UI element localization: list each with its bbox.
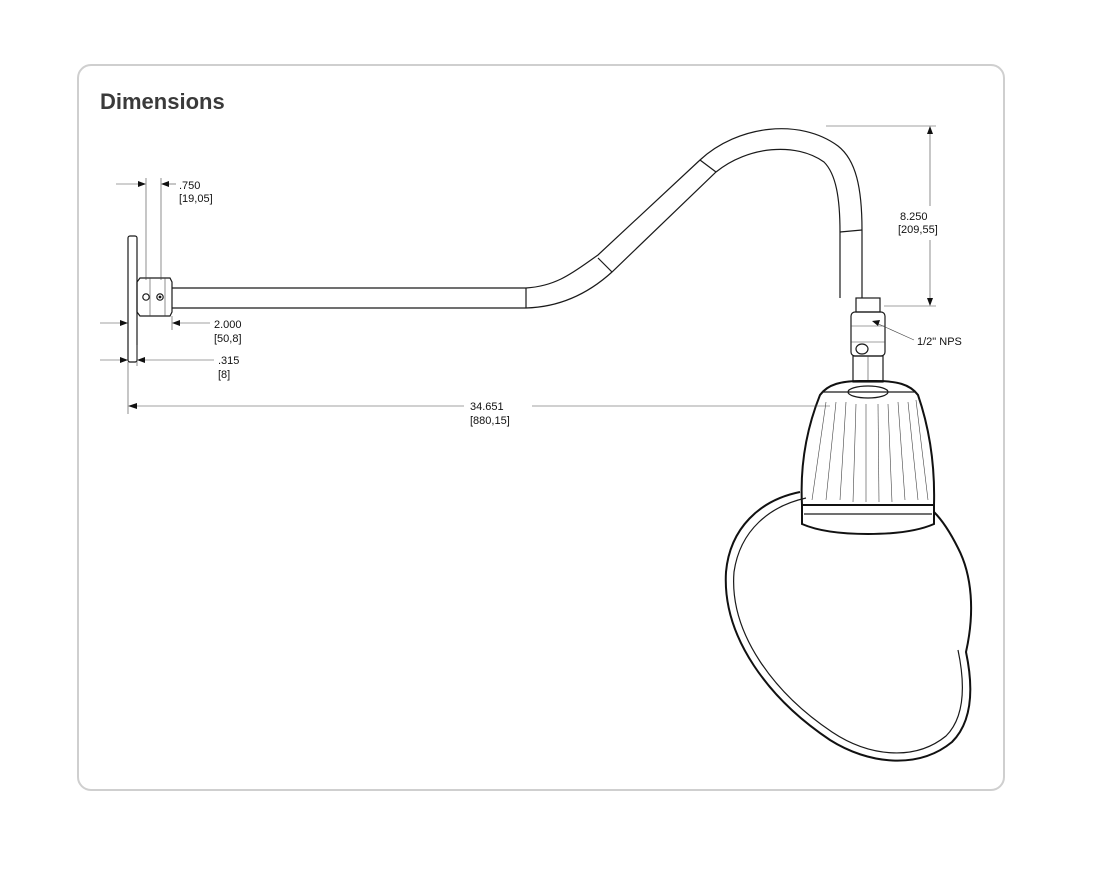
section-title: Dimensions	[100, 89, 225, 114]
dim-plate-mm: [8]	[218, 369, 230, 381]
angled-shade	[724, 491, 973, 762]
swivel-fitting	[850, 311, 886, 383]
dim-depth-inch: .750	[179, 180, 200, 192]
dimension-lines	[100, 125, 936, 414]
dim-drop-mm: [209,55]	[898, 224, 938, 236]
dim-extension-inch: 34.651	[470, 401, 504, 413]
dim-offset-mm: [50,8]	[214, 333, 242, 345]
dim-depth-mm: [19,05]	[179, 193, 213, 205]
shade-housing	[800, 380, 936, 536]
wall-backplate	[127, 235, 173, 363]
dim-plate-inch: .315	[218, 355, 239, 367]
dim-extension-mm: [880,15]	[470, 415, 510, 427]
dim-thread: 1/2" NPS	[917, 336, 962, 348]
dimensions-card	[77, 64, 1005, 791]
dim-offset-inch: 2.000	[214, 319, 242, 331]
gooseneck-arm	[172, 128, 881, 313]
dim-drop-inch: 8.250	[900, 211, 928, 223]
